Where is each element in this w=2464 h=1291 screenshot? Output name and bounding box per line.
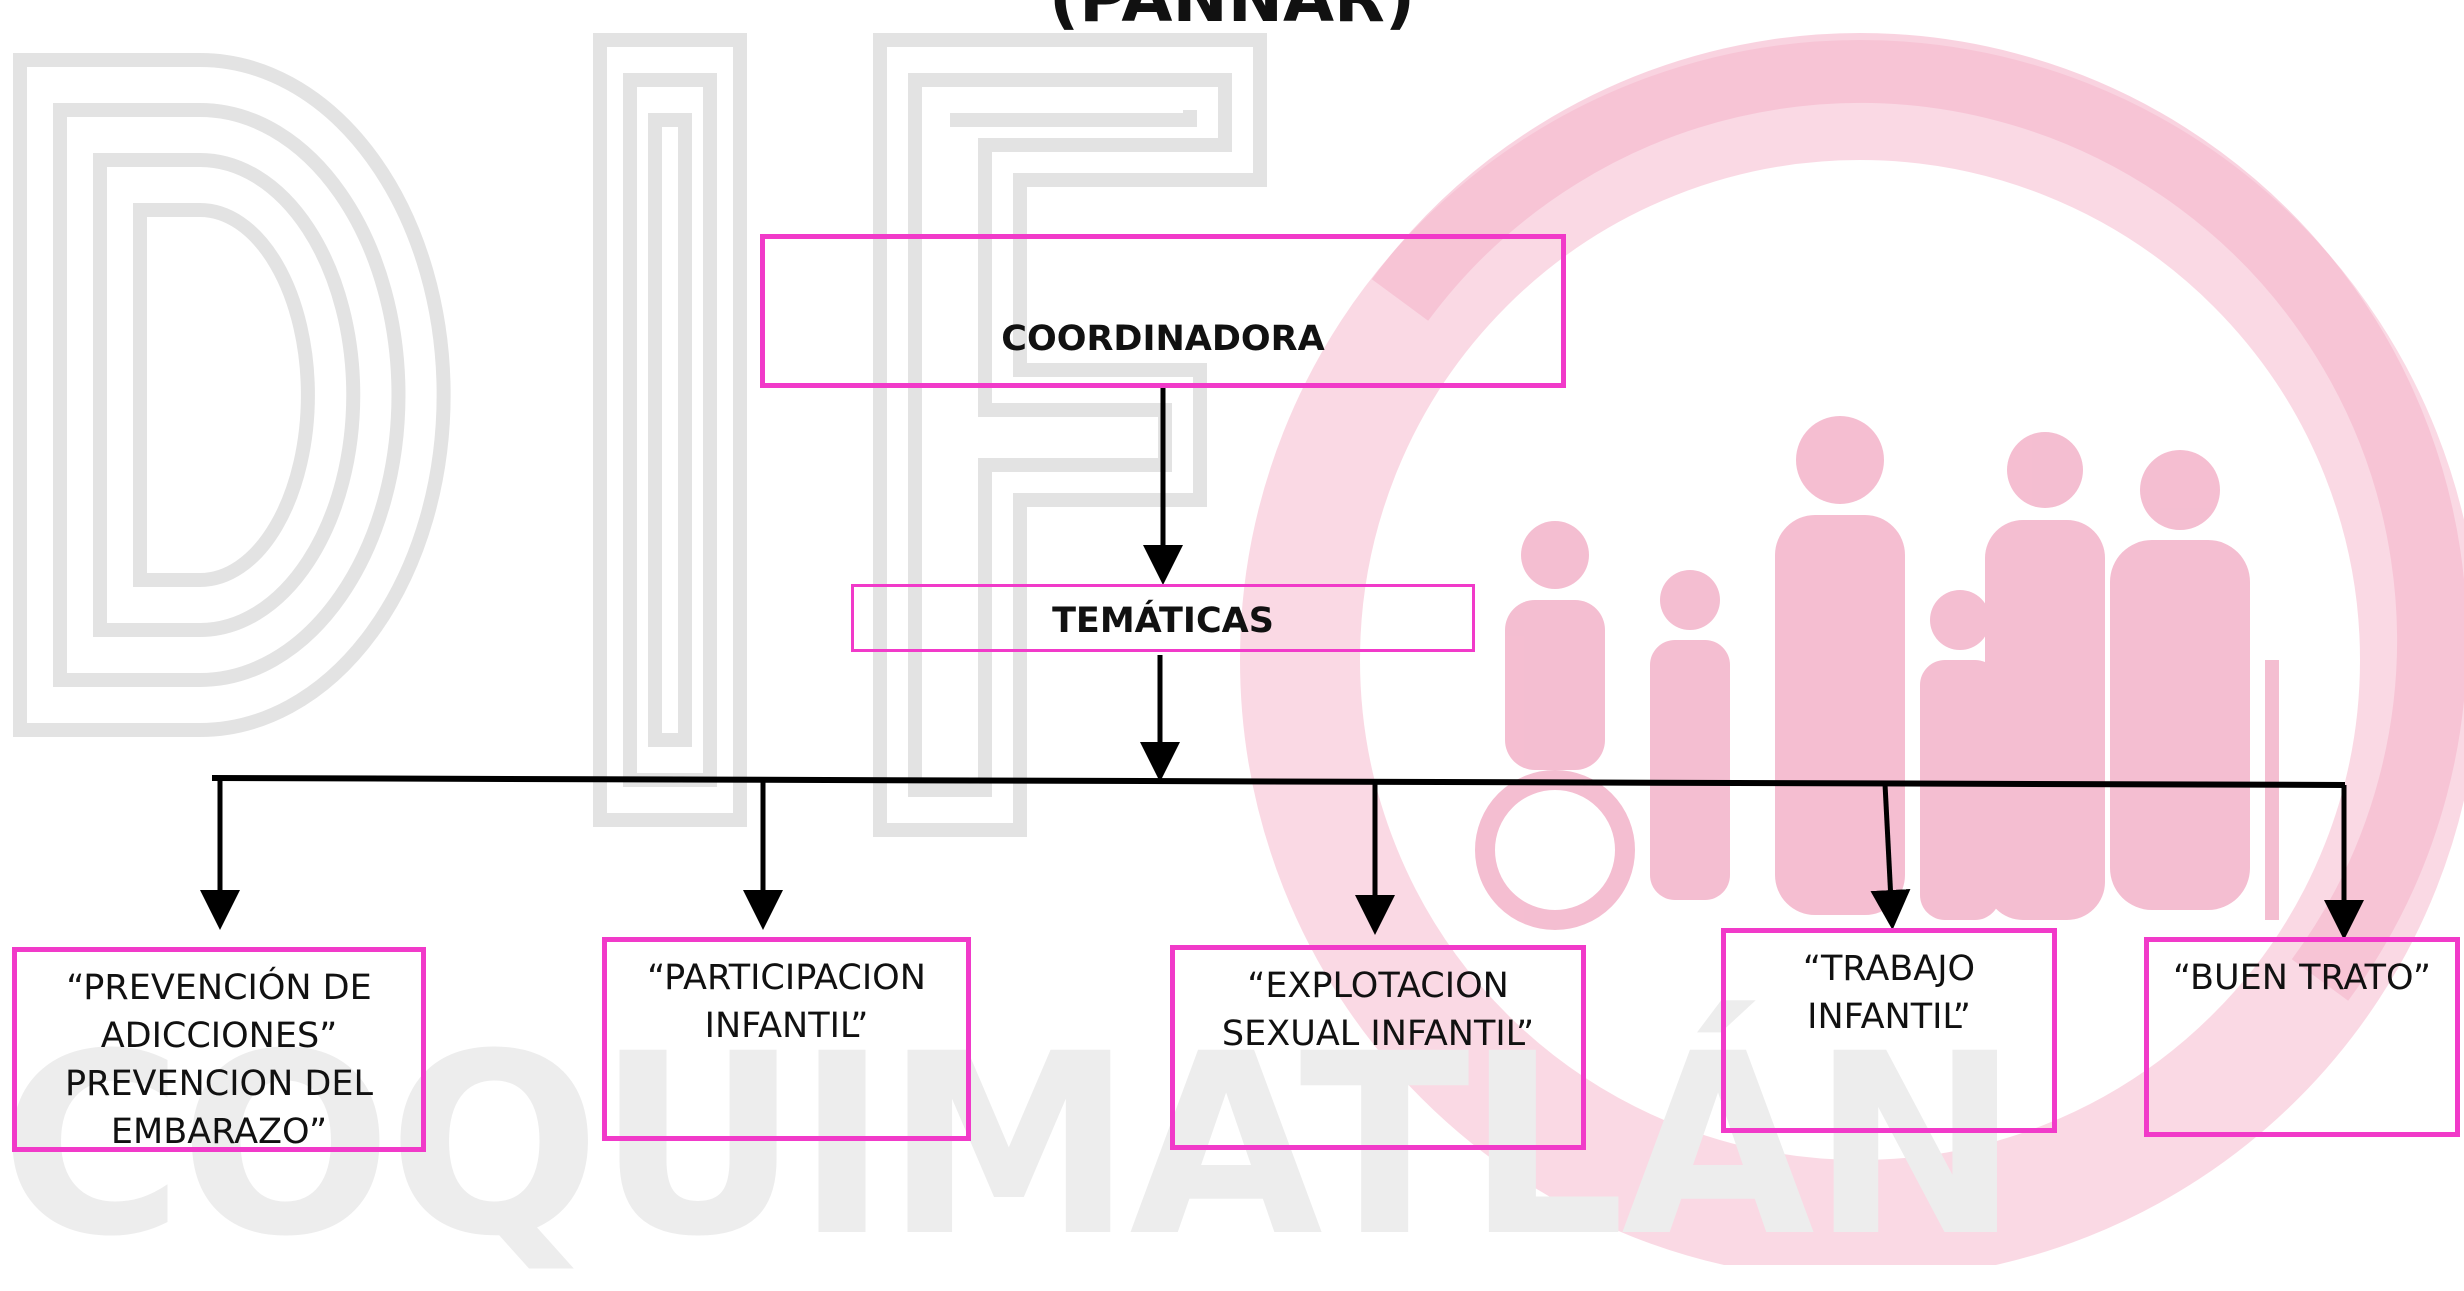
child-box-participacion: “PARTICIPACION INFANTIL” — [602, 937, 971, 1141]
branch-bus — [211, 775, 2346, 788]
chart-title: (PANNAR) — [0, 0, 2464, 37]
child-box-buen-trato: “BUEN TRATO” — [2144, 937, 2460, 1137]
child-box-explotacion: “EXPLOTACION SEXUAL INFANTIL” — [1170, 945, 1586, 1150]
child-line: “PREVENCIÓN DE — [66, 968, 372, 1008]
child-line: “PARTICIPACION — [647, 958, 926, 998]
town-watermark: COQUIMATLÁN — [0, 1000, 2020, 1291]
topics-box: TEMÁTICAS — [851, 584, 1475, 652]
coordinator-label: COORDINADORA — [1001, 319, 1325, 359]
child-line: SEXUAL INFANTIL” — [1221, 1014, 1535, 1054]
dif-watermark — [13, 32, 2464, 1265]
child-line: INFANTIL” — [1807, 997, 1971, 1037]
coordinator-box: COORDINADORA — [760, 234, 1566, 388]
child-line: “TRABAJO — [1802, 949, 1976, 989]
child-line: PREVENCION DEL — [65, 1064, 373, 1104]
topics-label: TEMÁTICAS — [1052, 601, 1274, 641]
child-line: “BUEN TRATO” — [2172, 958, 2432, 998]
child-box-trabajo: “TRABAJO INFANTIL” — [1721, 928, 2057, 1133]
child-line: EMBARAZO” — [110, 1112, 328, 1152]
arrow-trabajo — [1870, 783, 1911, 930]
child-box-prevencion: “PREVENCIÓN DE ADICCIONES” PREVENCION DE… — [12, 947, 426, 1152]
child-line: “EXPLOTACION — [1247, 966, 1509, 1006]
child-line: INFANTIL” — [704, 1006, 869, 1046]
connectors — [200, 388, 2364, 940]
child-line: ADICCIONES” — [100, 1016, 338, 1056]
family-logo — [1240, 32, 2464, 1265]
